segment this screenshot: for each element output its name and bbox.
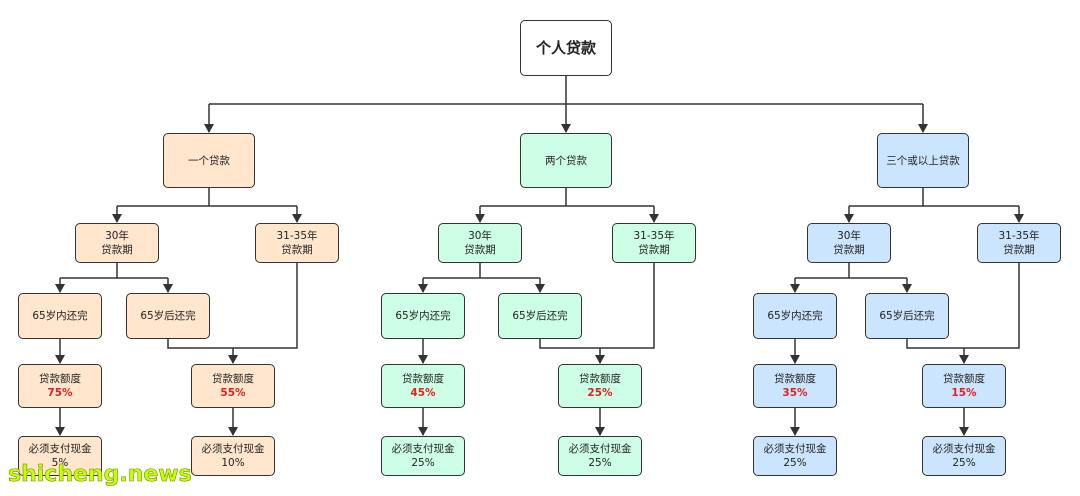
limit-label: 贷款额度 [943,373,985,385]
cash-label: 必须支付现金 [568,443,632,455]
repay-after-65-node: 65岁后还完 [126,293,210,339]
term-label: 贷款期 [638,244,670,256]
repay-after-65-node: 65岁后还完 [865,293,949,339]
limit-percent: 15% [951,387,977,399]
loan-limit-node: 贷款额度 35% [753,364,837,408]
connector-line [906,263,1020,349]
cash-label: 必须支付现金 [391,443,455,455]
repay-before-65-node: 65岁内还完 [381,293,465,339]
term-years: 31-35年 [276,230,318,242]
limit-label: 贷款额度 [579,373,621,385]
cash-percent: 10% [221,457,245,469]
loan-limit-node: 贷款额度 25% [558,364,642,408]
limit-percent: 75% [47,387,73,399]
term-node-31-35yr: 31-35年贷款期 [255,223,339,263]
cash-percent: 25% [952,457,976,469]
repay-label: 65岁后还完 [140,310,196,322]
root-label: 个人贷款 [535,39,596,57]
term-node-30yr: 30年贷款期 [807,223,891,263]
cash-payment-node: 必须支付现金 5% [18,436,102,476]
limit-label: 贷款额度 [212,373,254,385]
term-node-30yr: 30年贷款期 [75,223,159,263]
cash-payment-node: 必须支付现金 25% [922,436,1006,476]
limit-percent: 55% [220,387,246,399]
watermark-text: shicheng.news [8,462,192,488]
term-label: 贷款期 [464,244,496,256]
term-label: 贷款期 [833,244,865,256]
term-years: 30年 [468,230,492,242]
repay-before-65-node: 65岁内还完 [753,293,837,339]
cash-payment-node: 必须支付现金 25% [753,436,837,476]
term-label: 贷款期 [1003,244,1035,256]
loan-limit-node: 贷款额度 75% [18,364,102,408]
root-node: 个人贷款 [520,20,612,76]
category-node: 三个或以上贷款 [877,133,969,188]
category-node: 一个贷款 [163,133,255,188]
term-years: 31-35年 [998,230,1040,242]
limit-label: 贷款额度 [402,373,444,385]
cash-label: 必须支付现金 [201,443,265,455]
term-label: 贷款期 [101,244,133,256]
loan-limit-node: 贷款额度 55% [191,364,275,408]
cash-payment-node: 必须支付现金 10% [191,436,275,476]
loan-limit-node: 贷款额度 15% [922,364,1006,408]
repay-label: 65岁内还完 [395,310,451,322]
category-node: 两个贷款 [520,133,612,188]
limit-label: 贷款额度 [39,373,81,385]
limit-label: 贷款额度 [774,373,816,385]
cash-percent: 25% [588,457,612,469]
category-label: 一个贷款 [188,154,230,167]
term-label: 贷款期 [281,244,313,256]
term-node-31-35yr: 31-35年贷款期 [612,223,696,263]
category-label: 两个贷款 [545,154,587,167]
repay-label: 65岁后还完 [879,310,935,322]
cash-percent: 5% [51,457,69,469]
cash-label: 必须支付现金 [932,443,996,455]
cash-payment-node: 必须支付现金 25% [558,436,642,476]
repay-label: 65岁内还完 [767,310,823,322]
term-node-30yr: 30年贷款期 [438,223,522,263]
cash-percent: 25% [411,457,435,469]
term-years: 30年 [105,230,129,242]
loan-limit-node: 贷款额度 45% [381,364,465,408]
term-years: 30年 [837,230,861,242]
limit-percent: 45% [410,387,436,399]
category-label: 三个或以上贷款 [886,154,960,167]
repay-label: 65岁后还完 [512,310,568,322]
term-years: 31-35年 [633,230,675,242]
cash-label: 必须支付现金 [28,443,92,455]
cash-label: 必须支付现金 [763,443,827,455]
repay-before-65-node: 65岁内还完 [18,293,102,339]
limit-percent: 25% [587,387,613,399]
repay-label: 65岁内还完 [32,310,88,322]
connector-line [539,263,655,349]
cash-percent: 25% [783,457,807,469]
cash-payment-node: 必须支付现金 25% [381,436,465,476]
repay-after-65-node: 65岁后还完 [498,293,582,339]
term-node-31-35yr: 31-35年贷款期 [977,223,1061,263]
limit-percent: 35% [782,387,808,399]
